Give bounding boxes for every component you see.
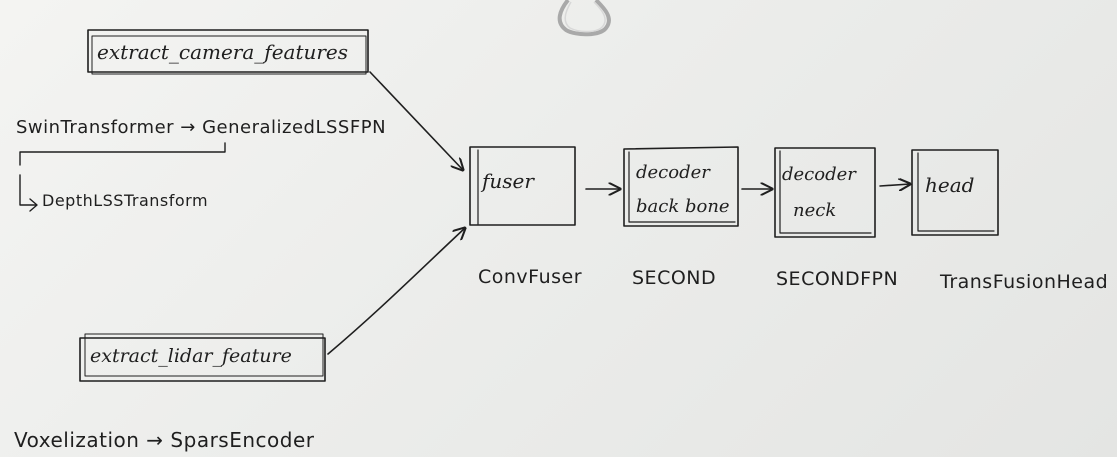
decoder-backbone-box-inner [628, 151, 736, 223]
lidar-to-fuser-arrow [327, 228, 465, 355]
head-label: head [925, 173, 974, 197]
decoder-backbone-label-2: back bone [636, 196, 730, 217]
camera-chain-note: SwinTransformer → GeneralizedLSSFPN [16, 117, 386, 138]
decoder-backbone-box [623, 146, 739, 227]
fuser-node: fuser [469, 146, 576, 226]
camera-features-box-inner [91, 35, 367, 75]
decoder-backbone-node: decoder back bone [623, 146, 739, 227]
binder-clip-icon [557, 0, 611, 37]
fuser-caption: ConvFuser [478, 266, 582, 288]
head-node: head [911, 149, 999, 236]
decoder-neck-box [774, 147, 876, 238]
decoder-backbone-label-1: decoder [636, 162, 711, 183]
camera-features-box [87, 29, 369, 73]
depth-bracket [19, 142, 226, 212]
fuser-box [469, 146, 576, 226]
neck-to-head-arrow [879, 184, 910, 186]
decoder-neck-label-2: neck [793, 200, 836, 221]
backbone-caption: SECOND [632, 267, 716, 289]
head-caption: TransFusionHead [939, 271, 1108, 293]
lidar-feature-box-inner [84, 333, 324, 377]
decoder-neck-label-1: decoder [782, 164, 857, 185]
camera-features-node: extract_camera_features [87, 29, 369, 75]
lidar-feature-box [79, 337, 326, 382]
decoder-neck-node: decoder neck [774, 147, 876, 238]
fuser-label: fuser [480, 169, 535, 193]
head-box [911, 149, 999, 236]
camera-features-label: extract_camera_features [97, 40, 348, 64]
decoder-neck-box-inner [779, 150, 872, 234]
head-box-inner [917, 152, 995, 232]
camera-to-fuser-arrow [369, 71, 463, 170]
camera-depth-note: DepthLSSTransform [42, 191, 208, 210]
lidar-feature-label: extract_lidar_feature [90, 345, 292, 367]
lidar-feature-node: extract_lidar_feature [79, 333, 326, 382]
lidar-chain-note: Voxelization → SparsEncoder [14, 428, 315, 452]
neck-caption: SECONDFPN [776, 268, 898, 290]
